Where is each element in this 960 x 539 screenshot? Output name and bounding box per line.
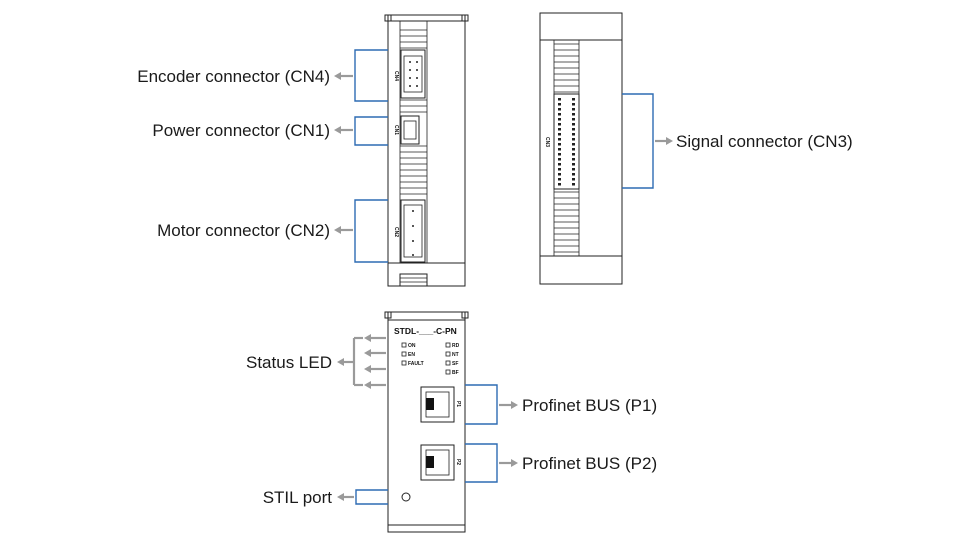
p1-rj45-port: P1 — [420, 386, 461, 423]
front-device-outline — [387, 311, 466, 533]
stil-callout: STIL port — [263, 488, 388, 507]
profinet-p2-label: Profinet BUS (P2) — [522, 454, 657, 473]
status-led-fault — [401, 360, 407, 366]
cn4-mark: CN4 — [393, 71, 399, 81]
bus-led-nt — [445, 351, 451, 357]
cn1-power-connector — [400, 115, 420, 145]
cn2-motor-connector — [400, 199, 426, 263]
status-led-label-fault: FAULT — [408, 361, 424, 367]
bus-led-label-bf: BF — [452, 370, 459, 376]
led-group-right: RD NT SF BF — [445, 342, 460, 376]
status-led-label-en: EN — [408, 352, 415, 358]
motor-connector-label: Motor connector (CN2) — [157, 221, 330, 240]
power-connector-label: Power connector (CN1) — [152, 121, 330, 140]
cn2-mark: CN2 — [393, 227, 399, 237]
top-left-device-view: CN4 CN1 CN2 — [384, 14, 469, 287]
encoder-callout: Encoder connector (CN4) — [137, 49, 388, 102]
profinet-p2-callout: Profinet BUS (P2) — [465, 443, 657, 483]
bus-led-label-rd: RD — [452, 343, 460, 349]
profinet-p1-callout: Profinet BUS (P1) — [465, 384, 657, 425]
model-name: STDL-___-C-PN — [394, 326, 457, 336]
cn3-signal-connector — [553, 93, 580, 190]
signal-connector-label: Signal connector (CN3) — [676, 132, 853, 151]
left-vent-slats — [400, 29, 427, 195]
front-device-view: STDL-___-C-PN ON EN FAULT RD NT SF BF P1 P2 — [384, 311, 469, 533]
left-device-outline — [387, 14, 466, 287]
bus-led-sf — [445, 360, 451, 366]
bus-led-bf — [445, 369, 451, 375]
status-led-en — [401, 351, 407, 357]
cn4-encoder-connector — [400, 49, 426, 99]
status-led-callout: Status LED — [246, 334, 386, 389]
led-group-left: ON EN FAULT — [401, 342, 424, 367]
right-device-outline — [539, 12, 623, 285]
profinet-p1-label: Profinet BUS (P1) — [522, 396, 657, 415]
p2-mark: P2 — [455, 459, 461, 465]
motor-callout: Motor connector (CN2) — [157, 199, 388, 263]
bus-led-rd — [445, 342, 451, 348]
power-callout: Power connector (CN1) — [152, 116, 388, 146]
right-vent-slats — [554, 43, 579, 253]
bus-led-label-nt: NT — [452, 352, 459, 358]
cn3-mark: CN3 — [544, 137, 550, 147]
encoder-connector-label: Encoder connector (CN4) — [137, 67, 330, 86]
stil-port-label: STIL port — [263, 488, 333, 507]
p1-mark: P1 — [455, 401, 461, 407]
top-right-device-view: CN3 — [539, 12, 623, 285]
cn1-mark: CN1 — [393, 125, 399, 135]
signal-callout: Signal connector (CN3) — [622, 93, 853, 189]
stil-port-hole — [401, 492, 411, 502]
bus-led-label-sf: SF — [452, 361, 458, 367]
p2-rj45-port: P2 — [420, 444, 461, 481]
status-led-label: Status LED — [246, 353, 332, 372]
status-led-on — [401, 342, 407, 348]
status-led-label-on: ON — [408, 343, 416, 349]
